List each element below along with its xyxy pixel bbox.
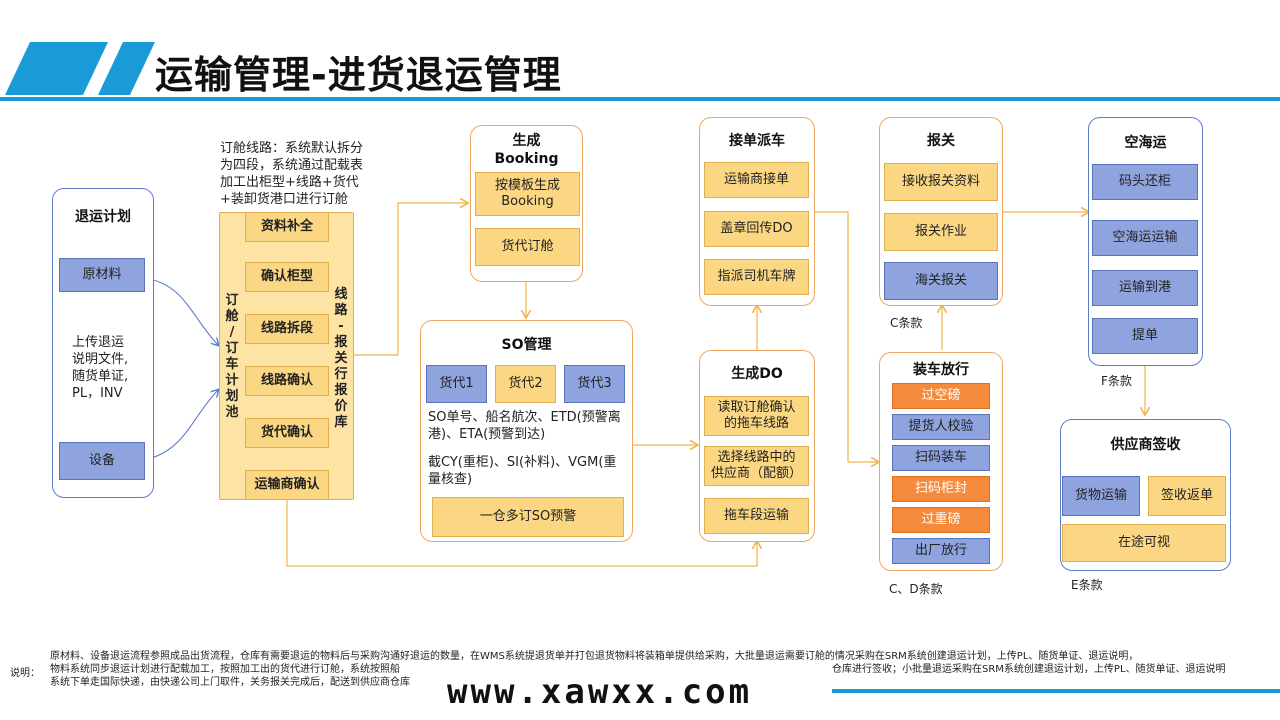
do-title: 生成DO — [731, 366, 783, 382]
customs-clause: C条款 — [890, 316, 923, 330]
supplier-item[interactable]: 货物运输 — [1062, 476, 1140, 516]
plan-description: 上传退运 说明文件, 随货单证, PL，INV — [72, 335, 129, 401]
loading-clause: C、D条款 — [889, 582, 943, 596]
equipment-box[interactable]: 设备 — [59, 442, 145, 480]
so-warning-box[interactable]: 一仓多订SO预警 — [432, 497, 624, 537]
do-item[interactable]: 拖车段运输 — [704, 498, 809, 534]
so-text-2: 截CY(重柜)、SI(补料)、VGM(重量核查) — [428, 455, 617, 487]
forwarder-box[interactable]: 货代3 — [564, 365, 625, 403]
booking-item[interactable]: 货代订舱 — [475, 228, 580, 266]
footer-line-3: 系统下单走国际快递，由快递公司上门取件，关务报关完成后，配送到供应商仓库 — [50, 677, 410, 688]
seaair-clause: F条款 — [1101, 374, 1132, 388]
arrow-equip-to-pool — [144, 390, 218, 461]
arrow-raw-to-pool — [144, 277, 218, 345]
pool-step[interactable]: 线路拆段 — [245, 314, 329, 344]
pool-step[interactable]: 货代确认 — [245, 418, 329, 448]
supplier-clause: E条款 — [1071, 578, 1103, 592]
dispatch-item[interactable]: 运输商接单 — [704, 162, 809, 198]
loading-item[interactable]: 扫码柜封 — [892, 476, 990, 502]
pool-step[interactable]: 线路确认 — [245, 366, 329, 396]
seaair-item[interactable]: 运输到港 — [1092, 270, 1198, 306]
footer-line-2a: 物料系统同步退运计划进行配载加工，按照加工出的货代进行订舱，系统按照船 — [50, 664, 400, 675]
arrow-dispatch-to-loading — [815, 211, 878, 462]
so-title: SO管理 — [501, 337, 552, 353]
header-line — [0, 97, 1280, 101]
do-item[interactable]: 读取订舱确认 的拖车线路 — [704, 396, 809, 436]
seaair-item[interactable]: 提单 — [1092, 318, 1198, 354]
loading-item[interactable]: 提货人校验 — [892, 414, 990, 440]
customs-item[interactable]: 接收报关资料 — [884, 163, 998, 201]
header-stripe-2 — [98, 42, 155, 95]
footer-line-1: 原材料、设备退运流程参照成品出货流程，仓库有需要退运的物料后与采购沟通好退运的数… — [50, 651, 1139, 662]
loading-item[interactable]: 扫码装车 — [892, 445, 990, 471]
watermark: www.xawxx.com — [447, 672, 753, 712]
dispatch-item[interactable]: 盖章回传DO — [704, 211, 809, 247]
booking-item[interactable]: 按模板生成 Booking — [475, 172, 580, 216]
arrow-pool-to-booking — [354, 203, 467, 356]
seaair-title: 空海运 — [1124, 135, 1167, 151]
pool-step[interactable]: 运输商确认 — [245, 470, 329, 500]
dispatch-item[interactable]: 指派司机车牌 — [704, 259, 809, 295]
raw-material-box[interactable]: 原材料 — [59, 258, 145, 292]
pool-right-label: 线 路 - 报 关 行 报 价 库 — [334, 287, 348, 430]
pool-step[interactable]: 资料补全 — [245, 212, 329, 242]
seaair-item[interactable]: 空海运运输 — [1092, 220, 1198, 256]
do-item[interactable]: 选择线路中的 供应商（配额） — [704, 446, 809, 486]
supplier-item[interactable]: 在途可视 — [1062, 524, 1226, 562]
pool-step[interactable]: 确认柜型 — [245, 262, 329, 292]
loading-item[interactable]: 出厂放行 — [892, 538, 990, 564]
header-decoration — [0, 42, 1280, 101]
forwarder-box[interactable]: 货代2 — [495, 365, 556, 403]
supplier-item[interactable]: 签收返单 — [1148, 476, 1226, 516]
footer-line-2b: 仓库进行签收；小批量退运采购在SRM系统创建退运计划，上传PL、随货单证、退运说… — [832, 664, 1226, 675]
pool-left-label: 订 舱 / 订 车 计 划 池 — [225, 293, 239, 420]
booking-title: 生成 Booking — [494, 133, 559, 167]
supplier-title: 供应商签收 — [1110, 437, 1181, 453]
seaair-item[interactable]: 码头还柜 — [1092, 164, 1198, 200]
loading-title: 装车放行 — [913, 362, 969, 378]
customs-item[interactable]: 报关作业 — [884, 213, 998, 251]
so-text-1: SO单号、船名航次、ETD(预警离港)、ETA(预警到达) — [428, 410, 621, 442]
plan-title: 退运计划 — [75, 209, 131, 225]
booking-route-note: 订舱线路：系统默认拆分 为四段，系统通过配载表 加工出柜型+线路+货代 +装卸货… — [220, 141, 364, 207]
footer-label: 说明： — [10, 668, 40, 679]
forwarder-box[interactable]: 货代1 — [426, 365, 487, 403]
dispatch-title: 接单派车 — [729, 133, 785, 149]
loading-item[interactable]: 过重磅 — [892, 507, 990, 533]
arrow-pool-to-do — [286, 500, 757, 567]
page-title: 运输管理-进货退运管理 — [155, 53, 562, 97]
loading-item[interactable]: 过空磅 — [892, 383, 990, 409]
customs-item[interactable]: 海关报关 — [884, 262, 998, 300]
customs-title: 报关 — [927, 133, 955, 149]
footer-accent-line — [832, 689, 1280, 693]
header-stripe-1 — [5, 42, 108, 95]
